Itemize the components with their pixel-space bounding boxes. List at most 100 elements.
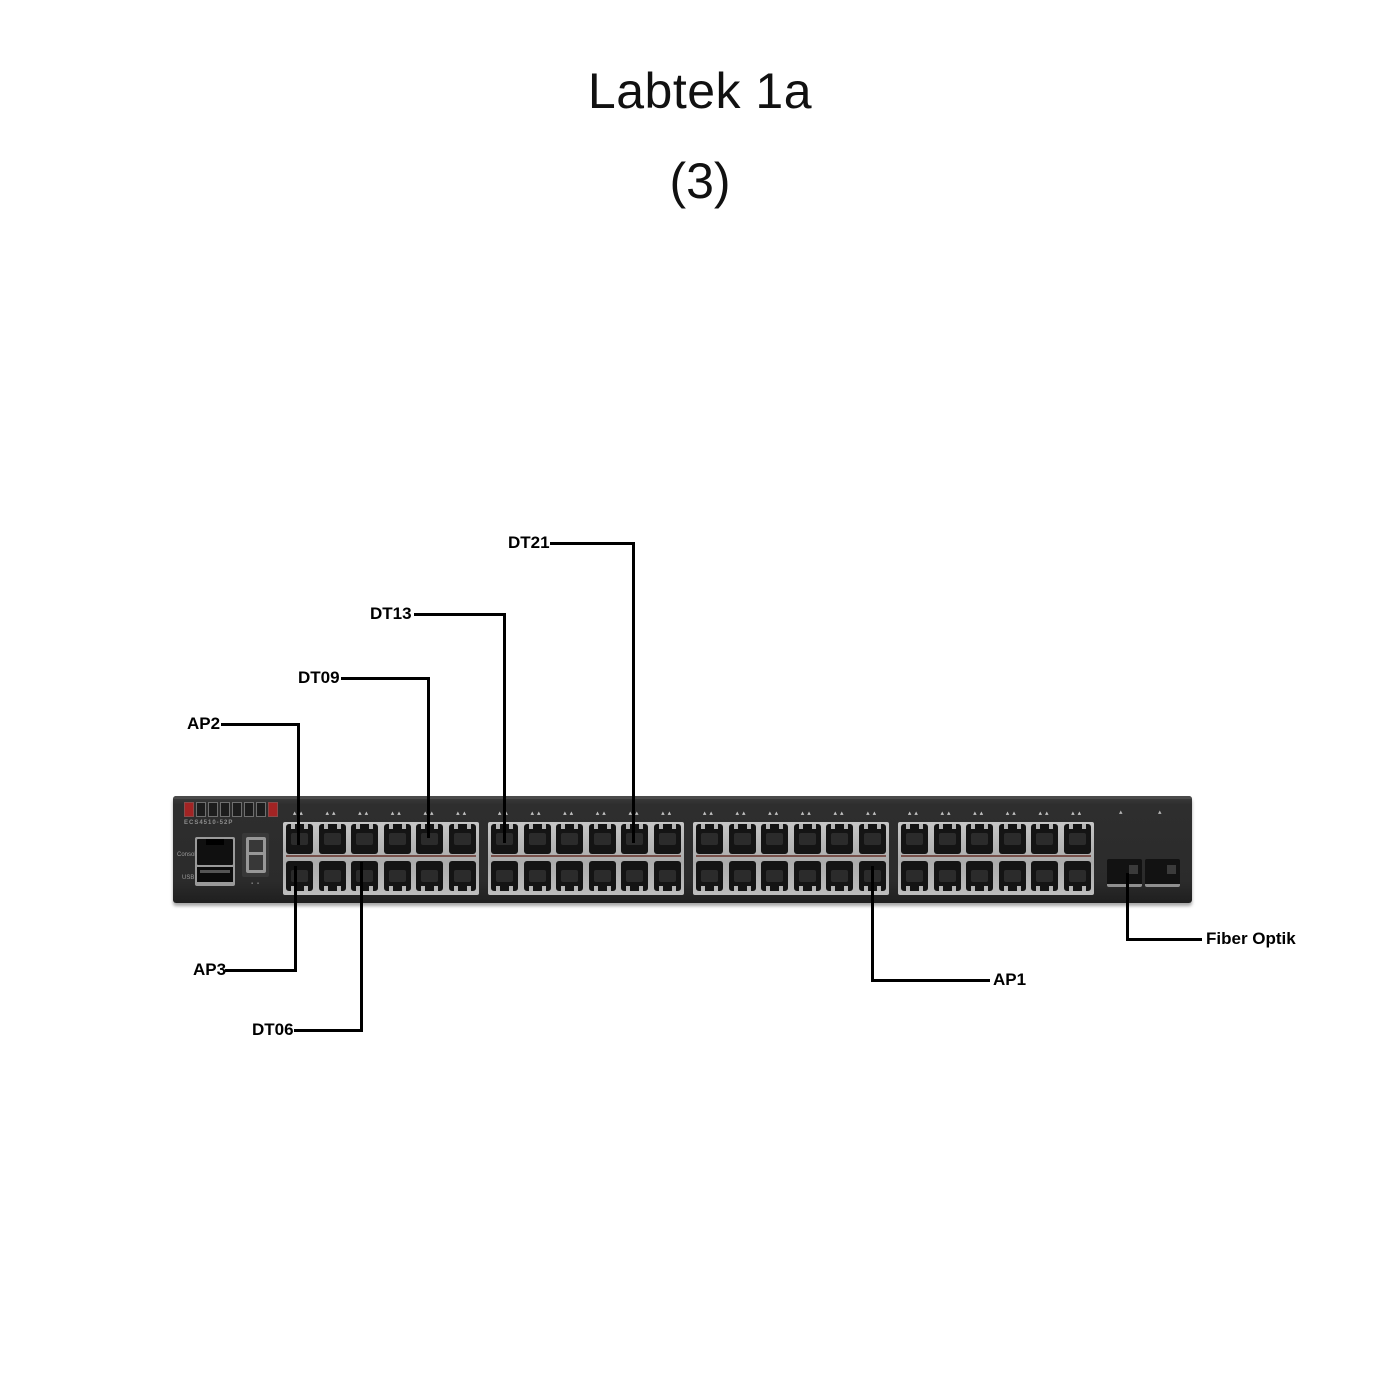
sfp-indicator-mark: ▴ xyxy=(1158,809,1162,816)
port-indicator-marks: ▴▴▴▴▴▴▴▴▴▴▴▴ xyxy=(702,810,880,817)
port-led-strip xyxy=(901,855,1091,857)
port-row-bot xyxy=(901,861,1091,891)
rj45-port xyxy=(1031,824,1059,854)
rj45-port xyxy=(1063,861,1091,891)
rj45-port xyxy=(653,824,681,854)
network-switch: ECS4510-52P Console USB ▪ ▪ ▴▴▴▴▴▴▴▴▴▴▴▴… xyxy=(173,796,1192,903)
rj45-port xyxy=(318,824,346,854)
port-bank-2: ▴▴▴▴▴▴▴▴▴▴▴▴ xyxy=(488,810,684,895)
annotation-line-horizontal xyxy=(221,723,300,726)
rj45-port xyxy=(826,824,854,854)
status-led xyxy=(208,802,218,817)
rj45-port xyxy=(588,861,616,891)
annotation-line-vertical xyxy=(297,723,300,845)
usb-port xyxy=(197,867,233,882)
rj45-port xyxy=(621,861,649,891)
rj45-port xyxy=(383,861,411,891)
diagram-subtitle: (3) xyxy=(669,153,731,209)
port-row-top xyxy=(696,824,886,854)
annotation-line-horizontal xyxy=(294,1029,363,1032)
port-indicator-marks: ▴▴▴▴▴▴▴▴▴▴▴▴ xyxy=(907,810,1085,817)
port-row-bot xyxy=(491,861,681,891)
rj45-port xyxy=(901,824,928,854)
rj45-port xyxy=(901,861,928,891)
rj45-port xyxy=(588,824,616,854)
rj45-port xyxy=(761,861,789,891)
port-bank-3: ▴▴▴▴▴▴▴▴▴▴▴▴ xyxy=(693,810,889,895)
model-label: ECS4510-52P xyxy=(184,820,234,826)
port-row-top xyxy=(901,824,1091,854)
port-indicator-marks: ▴▴▴▴▴▴▴▴▴▴▴▴ xyxy=(293,810,470,817)
rj45-port xyxy=(286,861,313,891)
port-row-top xyxy=(491,824,681,854)
annotation-line-horizontal xyxy=(225,969,297,972)
rj45-port xyxy=(793,861,821,891)
status-led xyxy=(256,802,266,817)
rj45-port xyxy=(351,861,379,891)
rj45-port xyxy=(696,861,723,891)
rj45-port xyxy=(998,824,1026,854)
rj45-port xyxy=(556,861,584,891)
rj45-port xyxy=(653,861,681,891)
status-led xyxy=(268,802,278,817)
sfp-port-2 xyxy=(1145,859,1180,887)
rj45-port xyxy=(858,824,886,854)
rj45-port xyxy=(966,861,994,891)
sfp-indicator-mark: ▴ xyxy=(1119,809,1123,816)
annotation-line-vertical xyxy=(1126,873,1129,941)
annotation-label-dt21: DT21 xyxy=(508,533,550,552)
annotation-line-horizontal xyxy=(872,979,990,982)
rj45-port xyxy=(1063,824,1091,854)
status-led-row xyxy=(184,802,278,817)
rj45-port xyxy=(448,824,476,854)
annotation-line-horizontal xyxy=(341,677,430,680)
rj45-port xyxy=(491,861,518,891)
display-indicator-marks: ▪ ▪ xyxy=(251,881,260,887)
annotation-line-vertical xyxy=(427,677,430,838)
rj45-port xyxy=(448,861,476,891)
console-label: Console xyxy=(177,852,200,858)
annotation-label-dt09: DT09 xyxy=(298,668,340,687)
rj45-port xyxy=(523,824,551,854)
rj45-port xyxy=(728,824,756,854)
rj45-port xyxy=(998,861,1026,891)
annotation-line-vertical xyxy=(632,542,635,843)
rj45-port xyxy=(761,824,789,854)
annotation-line-vertical xyxy=(503,613,506,843)
rj45-port xyxy=(696,824,723,854)
rj45-port xyxy=(793,824,821,854)
annotation-line-horizontal xyxy=(414,613,506,616)
rj45-port xyxy=(416,861,444,891)
status-led xyxy=(220,802,230,817)
rj45-port xyxy=(556,824,584,854)
usb-label: USB xyxy=(182,875,195,881)
rj45-port xyxy=(933,824,961,854)
seven-segment-digit xyxy=(245,837,266,873)
annotation-line-horizontal xyxy=(550,542,635,545)
sfp-port-1 xyxy=(1107,859,1142,887)
rj45-port xyxy=(351,824,379,854)
rj45-port xyxy=(966,824,994,854)
annotation-line-vertical xyxy=(294,866,297,972)
port-bank-1: ▴▴▴▴▴▴▴▴▴▴▴▴ xyxy=(283,810,479,895)
annotation-label-fiber-optik: Fiber Optik xyxy=(1206,929,1296,948)
annotation-label-ap2: AP2 xyxy=(187,714,221,733)
annotation-label-ap3: AP3 xyxy=(193,960,227,979)
status-led xyxy=(184,802,194,817)
status-led xyxy=(196,802,206,817)
rj45-port xyxy=(383,824,411,854)
port-row-top xyxy=(286,824,476,854)
management-io xyxy=(195,837,235,886)
port-row-bot xyxy=(286,861,476,891)
annotation-line-vertical xyxy=(871,866,874,982)
port-row-bot xyxy=(696,861,886,891)
port-bank-4: ▴▴▴▴▴▴▴▴▴▴▴▴ xyxy=(898,810,1094,895)
rj45-port xyxy=(523,861,551,891)
diagram-title: Labtek 1a xyxy=(587,63,813,119)
rj45-port xyxy=(933,861,961,891)
status-led xyxy=(244,802,254,817)
rj45-port xyxy=(1031,861,1059,891)
seven-segment-display xyxy=(242,833,269,877)
status-led xyxy=(232,802,242,817)
